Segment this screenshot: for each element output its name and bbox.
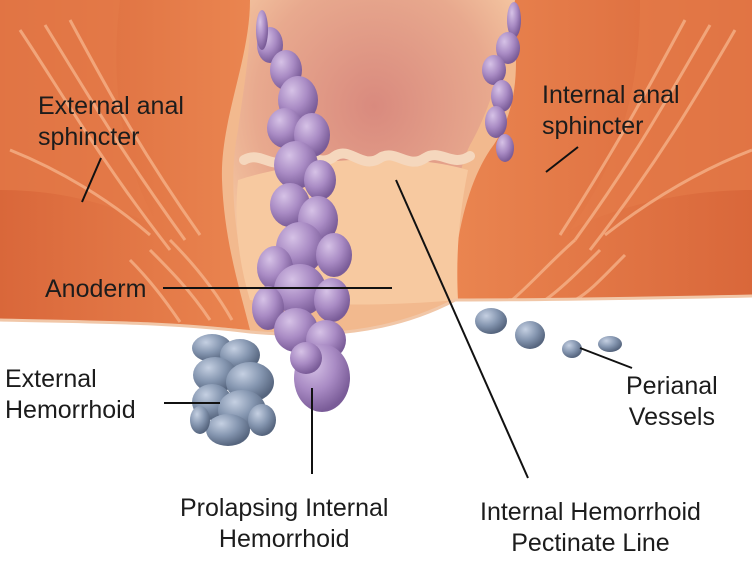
label-internal-hemorrhoid-pectinate-line: Internal Hemorrhoid Pectinate Line bbox=[480, 498, 701, 557]
label-external-anal-sphincter: External anal sphincter bbox=[38, 92, 184, 151]
label-anoderm: Anoderm bbox=[45, 275, 147, 303]
leader-internal-anal-sphincter bbox=[545, 146, 579, 173]
label-external-hemorrhoid: External Hemorrhoid bbox=[5, 365, 136, 424]
label-internal-anal-sphincter: Internal anal sphincter bbox=[542, 81, 680, 140]
leader-lines bbox=[81, 146, 633, 479]
internal-anal-sphincter-muscle bbox=[452, 0, 752, 302]
external-hemorrhoid bbox=[190, 334, 276, 446]
label-prolapsing-internal-hemorrhoid: Prolapsing Internal Hemorrhoid bbox=[180, 494, 389, 553]
leader-perianal-vessels bbox=[579, 347, 633, 369]
leader-external-anal-sphincter bbox=[81, 157, 102, 203]
internal-hemorrhoid-right bbox=[482, 2, 521, 162]
external-anal-sphincter-muscle bbox=[0, 0, 250, 330]
prolapsing-internal-hemorrhoid bbox=[252, 10, 352, 412]
skin-surface bbox=[0, 296, 752, 567]
leader-pectinate-line bbox=[395, 179, 529, 479]
perianal-vessels bbox=[475, 308, 622, 358]
label-perianal-vessels: Perianal Vessels bbox=[626, 372, 718, 431]
